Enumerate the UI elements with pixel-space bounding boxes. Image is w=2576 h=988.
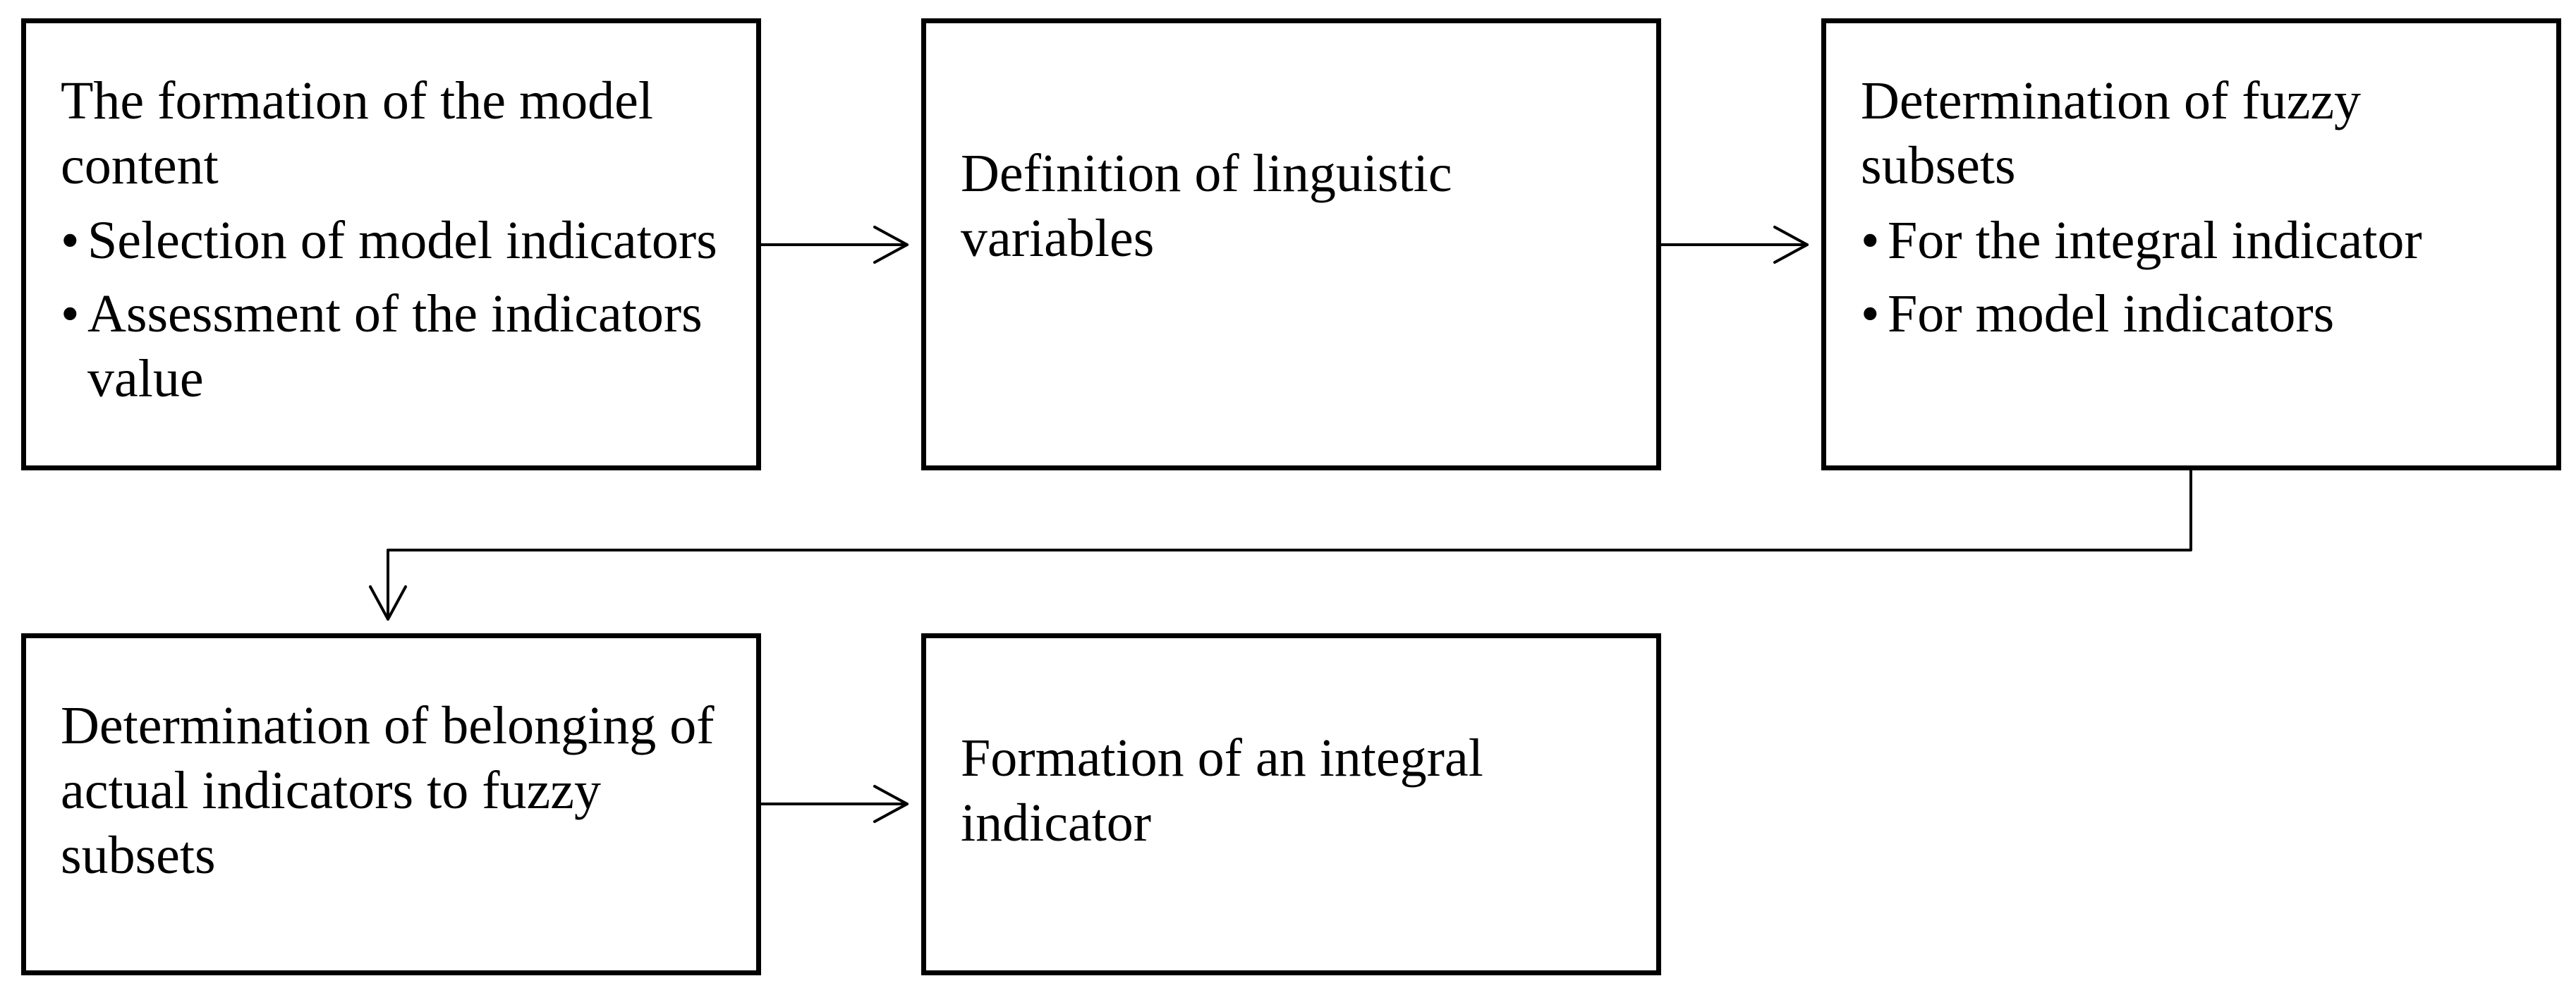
box-title: The formation of the model content <box>61 71 653 195</box>
bullet-list: Selection of model indicators Assessment… <box>61 208 728 411</box>
arrow-3-to-4 <box>369 469 2192 621</box>
arrow-2-to-3 <box>1660 226 1809 264</box>
box-title: Definition of linguistic variables <box>961 143 1452 268</box>
box-determination-of-fuzzy-subsets: Determination of fuzzy subsets For the i… <box>1821 18 2561 470</box>
arrow-1-to-2 <box>760 226 909 264</box>
box-determination-of-belonging: Determination of belonging of actual ind… <box>21 633 761 975</box>
box-definition-of-linguistic-variables: Definition of linguistic variables <box>921 18 1661 470</box>
box-title: Determination of belonging of actual ind… <box>61 695 715 885</box>
box-title: Formation of an integral indicator <box>961 728 1483 853</box>
box-title: Determination of fuzzy subsets <box>1861 71 2362 195</box>
box-formation-of-integral-indicator: Formation of an integral indicator <box>921 633 1661 975</box>
arrow-4-to-5 <box>760 785 909 823</box>
bullet-item: For model indicators <box>1861 281 2528 346</box>
bullet-item: Assessment of the indicators value <box>61 281 728 411</box>
bullet-item: For the integral indicator <box>1861 208 2528 273</box>
box-formation-of-model-content: The formation of the model content Selec… <box>21 18 761 470</box>
bullet-item: Selection of model indicators <box>61 208 728 273</box>
bullet-list: For the integral indicator For model ind… <box>1861 208 2528 346</box>
